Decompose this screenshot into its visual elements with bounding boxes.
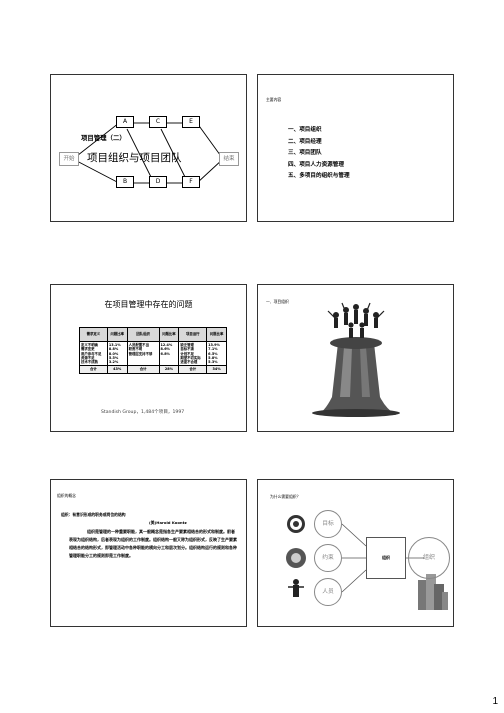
slide-4: 一、项目组织 bbox=[257, 284, 454, 432]
node-d: D bbox=[149, 176, 167, 188]
table-header-row: 需求定义 问题比率 团队组织 问题比率 项目运行 问题比率 bbox=[79, 327, 227, 342]
table-header: 问题比率 bbox=[106, 327, 128, 342]
slide-1: A C E B D F 开始 结束 项目管理（二） 项目组织与项目团队 bbox=[50, 74, 247, 222]
start-node: 开始 bbox=[59, 152, 79, 166]
table-cell: 人员配置不当职责不明管理层支持不够 bbox=[126, 340, 160, 367]
body-text: 组织是管理的一种重要职能，其一般概念是指各生产要素相结合的形式和制度。前者表现为… bbox=[69, 529, 237, 558]
node-a: A bbox=[116, 116, 134, 128]
organization-result-circle: 组织 bbox=[408, 537, 450, 579]
organization-diagram bbox=[286, 515, 448, 610]
content-list: 一、项目组织 二、项目经理 三、项目团队 四、项目人力资源管理 五、多项目的组织… bbox=[288, 125, 350, 183]
page-number: 1 bbox=[492, 696, 498, 707]
table-header: 需求定义 bbox=[79, 327, 108, 342]
person-icon bbox=[288, 579, 304, 597]
end-node: 结束 bbox=[219, 152, 239, 166]
table-total-row: 合计 43% 合计 28% 合计 34% bbox=[79, 365, 227, 374]
table-cell: 定义不明确需求变更用户参与不足资源不足技术不成熟 bbox=[79, 340, 108, 367]
people-circle: 人员 bbox=[314, 578, 342, 606]
slide-heading: 主要内容 bbox=[266, 97, 282, 102]
problem-table: 需求定义 问题比率 团队组织 问题比率 项目运行 问题比率 定义不明确需求变更用… bbox=[79, 327, 227, 374]
table-cell: 13.9%7.1%6.5%5.8%5.3% bbox=[206, 340, 227, 367]
goal-circle: 目标 bbox=[314, 510, 342, 538]
table-cell: 43% bbox=[106, 365, 128, 374]
network-diagram-lines bbox=[72, 122, 224, 184]
slide-6: 为什么需要组织？ bbox=[257, 479, 454, 627]
node-b: B bbox=[116, 176, 134, 188]
table-header: 问题比率 bbox=[158, 327, 180, 342]
table-row: 定义不明确需求变更用户参与不足资源不足技术不成熟 13.1%8.8%8.0%5.… bbox=[79, 340, 227, 367]
table-cell: 34% bbox=[206, 365, 227, 374]
table-header: 问题比率 bbox=[206, 327, 227, 342]
content-item: 二、项目经理 bbox=[288, 138, 322, 145]
content-item: 五、多项目的组织与管理 bbox=[288, 173, 350, 179]
slide-5: 组织的概念 组织：有意识形成的职务或岗位的结构 (美)Harold Koontz… bbox=[50, 479, 247, 627]
author-text: (美)Harold Koontz bbox=[149, 520, 187, 525]
table-cell: 缺乏管理目标不清计划不足期望不切实际进度不合理 bbox=[178, 340, 208, 367]
node-e: E bbox=[182, 116, 200, 128]
slide-heading: 一、项目组织 bbox=[266, 299, 289, 304]
organization-box: 组织 bbox=[366, 537, 406, 579]
table-cell: 13.1%8.8%8.0%5.5%3.2% bbox=[106, 340, 128, 367]
slide-title: 项目组织与项目团队 bbox=[87, 152, 182, 164]
target-icon bbox=[287, 515, 305, 533]
slide-2: 主要内容 一、项目组织 二、项目经理 三、项目团队 四、项目人力资源管理 五、多… bbox=[257, 74, 454, 222]
content-item: 四、项目人力资源管理 bbox=[288, 161, 344, 168]
node-f: F bbox=[182, 176, 200, 188]
table-cell: 合计 bbox=[178, 365, 208, 374]
content-item: 三、项目团队 bbox=[288, 150, 322, 156]
node-c: C bbox=[149, 116, 167, 128]
slide-3: 在项目管理中存在的问题 需求定义 问题比率 团队组织 问题比率 项目运行 问题比… bbox=[50, 284, 247, 432]
table-cell: 28% bbox=[158, 365, 180, 374]
source-note: Standish Group，1,484个项目，1997 bbox=[101, 410, 185, 415]
table-cell: 12.4%8.6%6.8% bbox=[158, 340, 180, 367]
table-header: 团队组织 bbox=[126, 327, 160, 342]
gear-icon bbox=[286, 548, 306, 568]
slide-heading: 为什么需要组织？ bbox=[270, 494, 301, 499]
slide-title: 在项目管理中存在的问题 bbox=[104, 300, 193, 309]
slide-subtitle: 项目管理（二） bbox=[81, 134, 126, 142]
table-cell: 合计 bbox=[79, 365, 108, 374]
definition-text: 组织：有意识形成的职务或岗位的结构 bbox=[61, 512, 126, 517]
slide-heading: 组织的概念 bbox=[57, 493, 76, 498]
table-cell: 合计 bbox=[126, 365, 160, 374]
content-item: 一、项目组织 bbox=[288, 127, 322, 133]
buildings-icon bbox=[418, 574, 448, 610]
table-header: 项目运行 bbox=[178, 327, 208, 342]
tree-people-illustration bbox=[312, 302, 400, 417]
constraint-circle: 约束 bbox=[314, 544, 342, 572]
